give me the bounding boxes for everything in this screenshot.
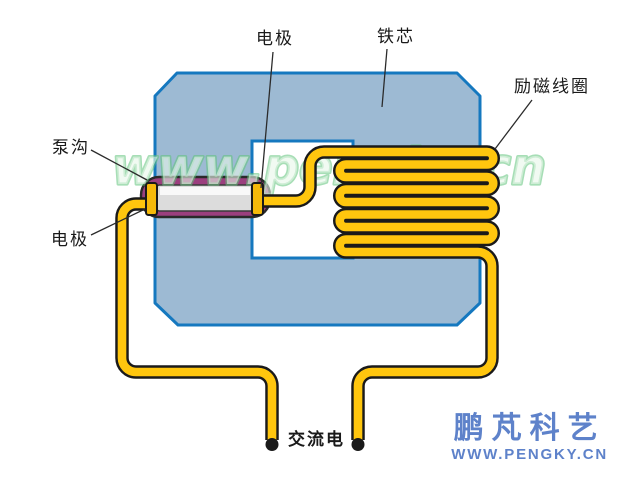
left-electrode-wire [115, 197, 279, 440]
label-ac-power: 交流电 [288, 430, 345, 449]
label-iron-core: 铁芯 [377, 27, 415, 46]
pengky-logo-name: 鹏芃科艺 [453, 412, 606, 445]
electrode-bar-right [251, 182, 264, 216]
electrode-bar-left [145, 182, 158, 216]
line-excitation-coil [494, 99, 533, 150]
pengky-logo: 鹏芃科艺 WWW.PENGKY.CN [451, 412, 608, 463]
pump-channel-highlight [160, 187, 250, 195]
pump-channel-device [139, 175, 272, 219]
label-lines [90, 48, 533, 236]
label-pump-channel: 泵沟 [52, 138, 90, 157]
pengky-logo-url: WWW.PENGKY.CN [451, 446, 608, 463]
ac-terminal-right [351, 438, 365, 451]
label-electrode-top: 电极 [256, 29, 294, 48]
excitation-coil-wire [256, 145, 500, 440]
line-electrode-left [90, 208, 146, 236]
label-excitation-coil: 励磁线圈 [514, 77, 590, 96]
ac-terminal-left [265, 438, 279, 451]
line-iron-core [381, 48, 388, 108]
line-electrode-top [260, 51, 274, 189]
label-electrode-left: 电极 [51, 230, 89, 249]
line-pump-channel [90, 149, 148, 181]
